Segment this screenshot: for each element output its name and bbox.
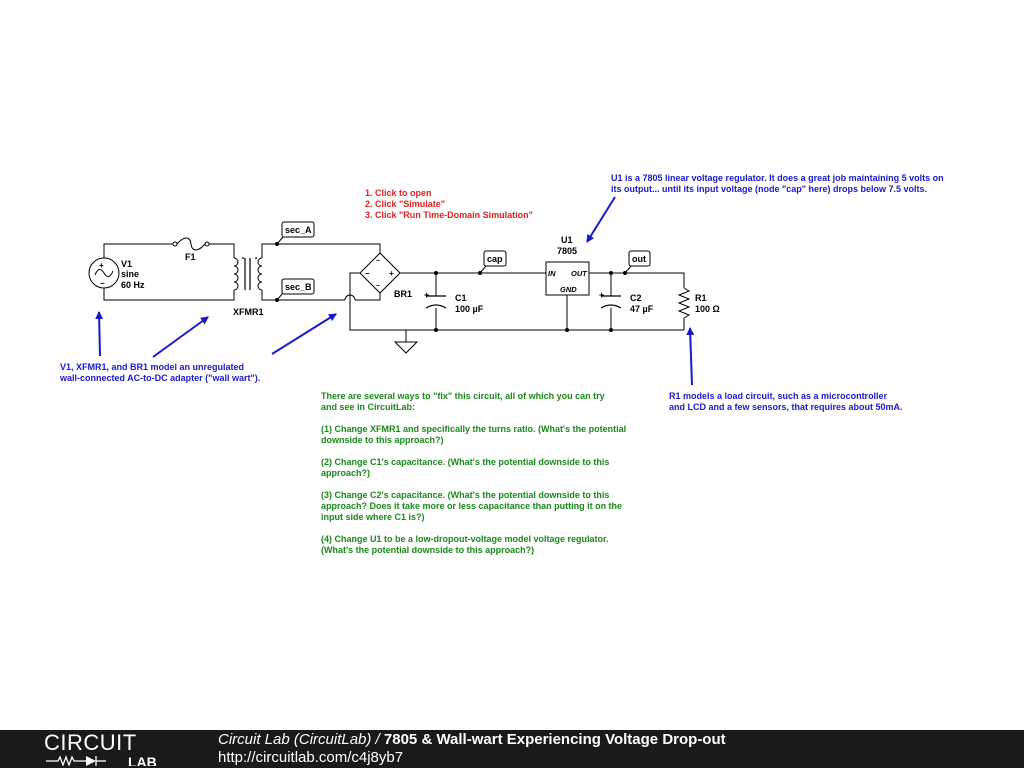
svg-text:+: + [424,290,429,300]
arrow-to-u1 [586,196,616,243]
circuitlab-logo[interactable]: CIRCUIT LAB [44,730,174,770]
instruction-1: 1. Click to open [365,188,432,198]
logo-bottom-text: LAB [128,754,157,766]
v1-freq: 60 Hz [121,280,145,290]
u1-note-line: U1 is a 7805 linear voltage regulator. I… [611,173,944,183]
circuit-url[interactable]: http://circuitlab.com/c4j8yb7 [218,749,404,766]
svg-text:+: + [599,290,604,300]
arrow-to-r1 [686,327,695,386]
svg-text:~: ~ [376,283,380,290]
instruction-2: 2. Click "Simulate" [365,199,446,209]
r1-value: 100 Ω [695,304,720,314]
f1-name: F1 [185,252,196,262]
site-name[interactable]: Circuit Lab (CircuitLab) [218,731,372,748]
fix-3-line: input side where C1 is?) [321,512,425,522]
xfmr1-name: XFMR1 [233,307,264,317]
r1-note-line: R1 models a load circuit, such as a micr… [669,391,888,401]
svg-text:+: + [389,269,394,278]
svg-text:+: + [99,261,104,270]
r1-note-line: and LCD and a few sensors, that requires… [669,402,903,412]
schematic-canvas[interactable]: + − • • ~ ~ − + + + V1 sine 60 Hz F1 XFM… [0,0,1024,730]
fix-3-line: (3) Change C2's capacitance. (What's the… [321,490,610,500]
u1-pin-in: IN [548,269,556,278]
v1-type: sine [121,269,139,279]
fix-intro-line: There are several ways to "fix" this cir… [321,391,605,401]
adapter-note-line: V1, XFMR1, and BR1 model an unregulated [60,362,245,372]
node-sec-b: sec_B [285,282,312,292]
circuit-title: 7805 & Wall-wart Experiencing Voltage Dr… [383,731,726,748]
svg-text:−: − [100,279,105,288]
c1-name: C1 [455,293,467,303]
adapter-note-line: wall-connected AC-to-DC adapter ("wall w… [60,373,261,383]
u1-note: U1 is a 7805 linear voltage regulator. I… [611,173,944,195]
u1-note-line: its output... until its input voltage (n… [611,184,928,194]
u1-pin-gnd: GND [560,285,577,294]
fix-2-line: approach?) [321,468,371,478]
u1-pin-out: OUT [571,269,588,278]
symbols [88,236,691,354]
fix-1-line: (1) Change XFMR1 and specifically the tu… [321,424,627,434]
r1-note: R1 models a load circuit, such as a micr… [669,391,903,413]
node-sec-a: sec_A [285,225,312,235]
arrow-to-br1 [271,313,337,355]
fix-note: There are several ways to "fix" this cir… [321,391,626,556]
c2-name: C2 [630,293,642,303]
v1-name: V1 [121,259,132,269]
fix-2-line: (2) Change C1's capacitance. (What's the… [321,457,610,467]
instructions-note: 1. Click to open 2. Click "Simulate" 3. … [365,188,533,221]
annotation-arrows [95,196,695,386]
svg-text:•: • [242,256,244,262]
br1-name: BR1 [394,289,412,299]
adapter-note: V1, XFMR1, and BR1 model an unregulated … [60,362,260,384]
fix-4-line: (4) Change U1 to be a low-dropout-voltag… [321,534,609,544]
arrow-to-xfmr1 [152,316,209,358]
node-cap: cap [487,254,503,264]
c1-value: 100 µF [455,304,484,314]
fix-3-line: approach? Does it take more or less capa… [321,501,623,511]
instruction-3: 3. Click "Run Time-Domain Simulation" [365,210,533,220]
fix-intro-line: and see in CircuitLab: [321,402,416,412]
wires [103,243,685,342]
c2-value: 47 µF [630,304,654,314]
junctions [275,242,627,332]
u1-name: U1 [561,235,573,245]
fix-1-line: downside to this approach?) [321,435,444,445]
page-title: Circuit Lab (CircuitLab) / 7805 & Wall-w… [218,731,726,749]
schematic-diagram: + − • • ~ ~ − + + + V1 sine 60 Hz F1 XFM… [88,196,720,386]
node-out: out [632,254,646,264]
node-flags [281,221,651,295]
svg-text:~: ~ [376,258,380,265]
fix-4-line: (What's the potential downside to this a… [321,545,535,555]
svg-text:−: − [365,269,370,278]
logo-top-text: CIRCUIT [44,732,137,755]
r1-name: R1 [695,293,707,303]
svg-text:•: • [255,256,257,262]
title-separator: / [371,731,384,748]
arrow-to-v1 [95,311,104,357]
footer-bar: CIRCUIT LAB Circuit Lab (CircuitLab) / 7… [0,730,1024,770]
u1-part: 7805 [557,246,577,256]
